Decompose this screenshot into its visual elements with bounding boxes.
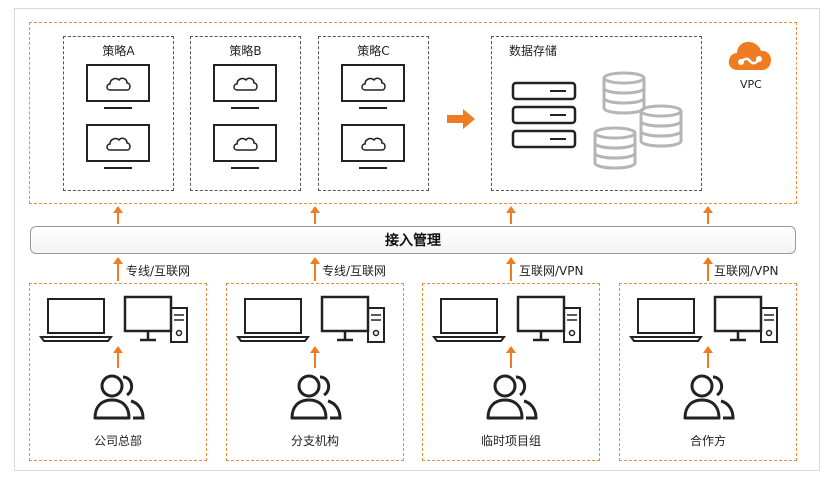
vpc-cloud-icon	[728, 41, 771, 70]
site-label-temp-team: 临时项目组	[480, 434, 541, 448]
server-icon	[511, 81, 577, 149]
site-label-hq: 公司总部	[93, 434, 142, 448]
laptop-icon	[39, 298, 113, 342]
users-icon	[486, 374, 538, 420]
laptop-icon	[629, 298, 703, 342]
strategy-c-label: 策略C	[357, 44, 390, 58]
arrow-up-icon	[506, 257, 516, 281]
data-storage-label: 数据存储	[509, 44, 558, 58]
arrow-right-icon	[447, 109, 475, 129]
diagram-frame	[14, 8, 820, 471]
arrow-up-icon	[310, 206, 320, 224]
arrow-up-icon	[703, 257, 713, 281]
strategy-b-label: 策略B	[229, 44, 262, 58]
arrow-up-icon	[113, 257, 123, 281]
arrow-up-icon	[113, 206, 123, 224]
desktop-pc-icon	[516, 295, 581, 343]
monitor-icon	[341, 124, 405, 169]
arrow-up-icon	[506, 206, 516, 224]
site-label-branch: 分支机构	[290, 434, 339, 448]
arrow-up-icon	[703, 206, 713, 224]
site-box-partner	[619, 283, 797, 461]
cloud-icon	[361, 137, 386, 151]
monitor-icon	[213, 64, 277, 109]
site-label-partner: 合作方	[689, 434, 726, 448]
access-management-bar: 接入管理	[30, 226, 796, 254]
database-icon	[639, 104, 683, 148]
laptop-icon	[236, 298, 310, 342]
access-management-label: 接入管理	[385, 233, 441, 249]
data-storage-box	[491, 36, 702, 191]
cloud-icon	[233, 77, 258, 91]
users-icon	[683, 374, 735, 420]
arrow-up-icon	[310, 346, 320, 368]
arrow-up-icon	[113, 346, 123, 368]
strategy-box-a	[63, 36, 174, 191]
monitor-icon	[341, 64, 405, 109]
vpc-label: VPC	[740, 78, 762, 91]
cloud-icon	[233, 137, 258, 151]
site-box-temp-team	[422, 283, 600, 461]
laptop-icon	[432, 298, 506, 342]
arrow-up-icon	[506, 346, 516, 368]
site-box-hq	[29, 283, 207, 461]
link-label-temp-team: 互联网/VPN	[519, 264, 584, 278]
link-label-branch: 专线/互联网	[322, 264, 387, 278]
desktop-pc-icon	[123, 295, 188, 343]
strategy-box-b	[190, 36, 301, 191]
monitor-icon	[213, 124, 277, 169]
desktop-pc-icon	[320, 295, 385, 343]
database-icon	[593, 126, 637, 170]
vpc-container	[29, 22, 797, 204]
desktop-pc-icon	[713, 295, 778, 343]
arrow-up-icon	[310, 257, 320, 281]
strategy-a-label: 策略A	[102, 44, 135, 58]
users-icon	[93, 374, 145, 420]
monitor-icon	[86, 64, 150, 109]
users-icon	[290, 374, 342, 420]
site-box-branch	[226, 283, 404, 461]
link-label-hq: 专线/互联网	[126, 264, 191, 278]
strategy-box-c	[318, 36, 429, 191]
monitor-icon	[86, 124, 150, 169]
cloud-icon	[361, 77, 386, 91]
cloud-icon	[106, 137, 131, 151]
arrow-up-icon	[703, 346, 713, 368]
link-label-partner: 互联网/VPN	[714, 264, 779, 278]
cloud-icon	[106, 77, 131, 91]
